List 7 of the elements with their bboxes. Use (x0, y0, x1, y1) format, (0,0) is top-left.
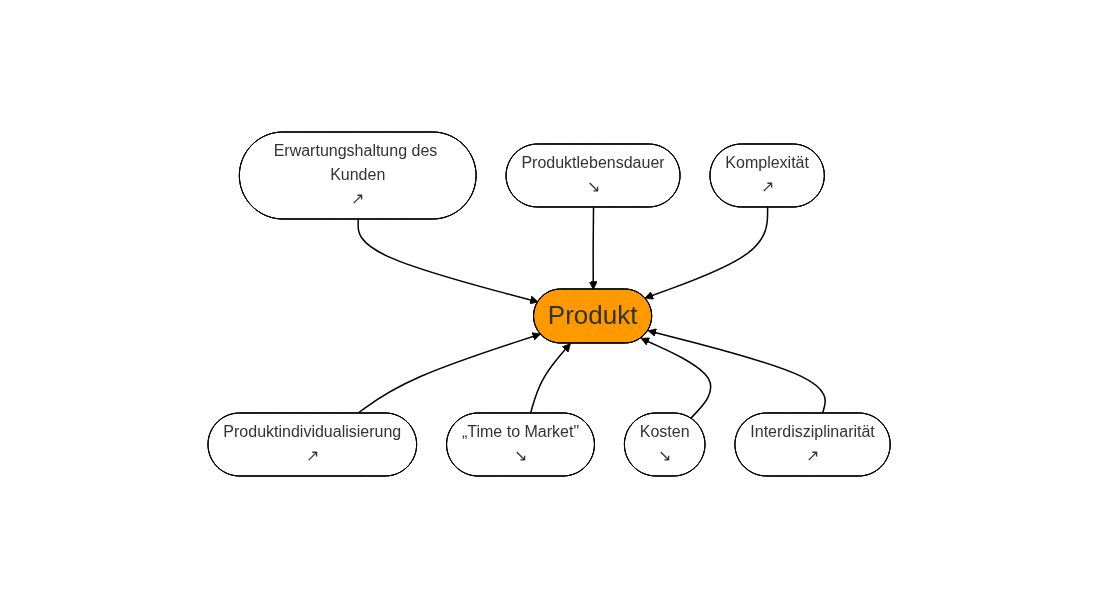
arrow (640, 337, 712, 419)
arrow (588, 206, 598, 290)
arrow (647, 327, 826, 414)
arrow (356, 331, 541, 414)
arrow (529, 342, 571, 414)
arrow (357, 218, 539, 304)
arrow (644, 206, 769, 300)
